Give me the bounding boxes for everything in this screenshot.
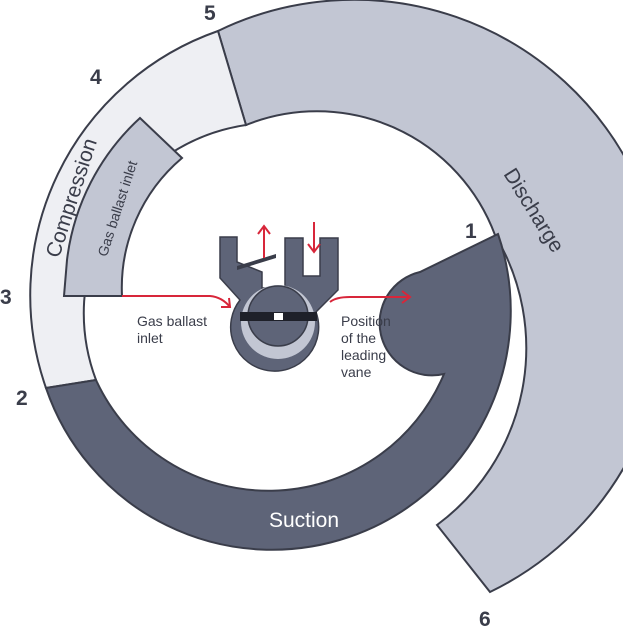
discharge-segment <box>216 0 623 594</box>
position-3: 3 <box>0 286 12 309</box>
vane-position-label-2: of the <box>341 330 376 346</box>
inlet-flap <box>237 254 276 270</box>
gas-ballast-arrow <box>122 295 232 308</box>
pump-schematic <box>219 236 339 372</box>
exhaust-up-arrow <box>257 224 271 258</box>
suction-segment <box>44 232 512 551</box>
position-2: 2 <box>16 387 28 410</box>
position-5: 5 <box>204 2 216 25</box>
gas-ballast-band <box>62 116 184 297</box>
intake-down-arrow <box>307 222 321 254</box>
gas-ballast-inlet-label-2: inlet <box>137 330 163 346</box>
vane-position-label-3: leading <box>341 347 386 363</box>
vane-position-arrow <box>329 290 412 304</box>
suction-label: Suction <box>269 509 339 532</box>
vane-position-label-1: Position <box>341 313 391 329</box>
gas-ballast-inlet-label-1: Gas ballast <box>137 313 207 329</box>
position-4: 4 <box>90 66 102 89</box>
position-1: 1 <box>465 220 477 243</box>
position-6: 6 <box>479 608 491 628</box>
vane-position-label-4: vane <box>341 364 372 380</box>
vane-slot <box>274 313 283 320</box>
flow-arrows <box>122 222 412 308</box>
